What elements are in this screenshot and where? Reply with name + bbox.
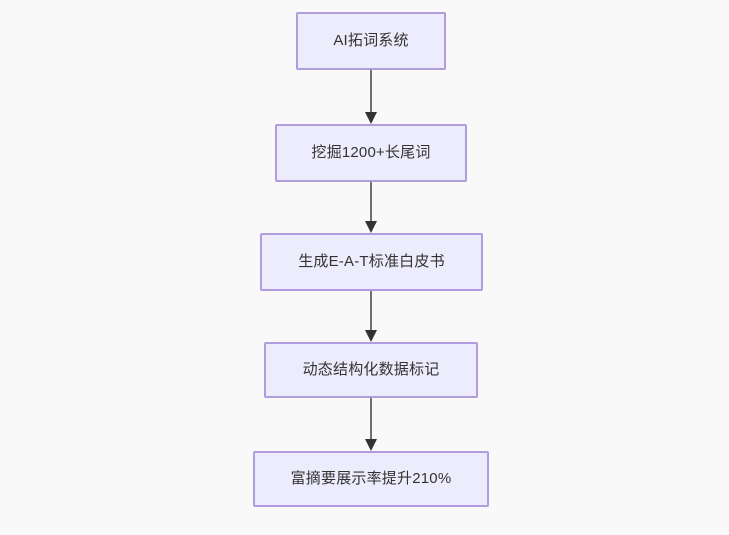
- flow-edge-1: [361, 70, 381, 124]
- arrowhead-icon: [365, 112, 377, 124]
- flow-node-dynamic-structured-data-markup[interactable]: 动态结构化数据标记: [264, 342, 478, 398]
- flow-node-label: 动态结构化数据标记: [302, 361, 440, 378]
- arrowhead-icon: [365, 330, 377, 342]
- flow-node-label: 富摘要展示率提升210%: [290, 470, 452, 487]
- flow-node-label: 挖掘1200+长尾词: [311, 144, 431, 161]
- flow-node-mine-longtail-keywords[interactable]: 挖掘1200+长尾词: [275, 124, 467, 182]
- arrowhead-icon: [365, 221, 377, 233]
- flow-edge-4: [361, 398, 381, 451]
- flow-node-ai-keyword-system[interactable]: AI拓词系统: [296, 12, 446, 70]
- flow-edge-2: [361, 182, 381, 233]
- flow-edge-3: [361, 291, 381, 342]
- flow-node-generate-eat-whitepaper[interactable]: 生成E-A-T标准白皮书: [260, 233, 483, 291]
- flow-node-label: AI拓词系统: [333, 32, 409, 49]
- flow-node-rich-snippet-rate-increase[interactable]: 富摘要展示率提升210%: [253, 451, 489, 507]
- arrowhead-icon: [365, 439, 377, 451]
- flow-node-label: 生成E-A-T标准白皮书: [298, 253, 445, 270]
